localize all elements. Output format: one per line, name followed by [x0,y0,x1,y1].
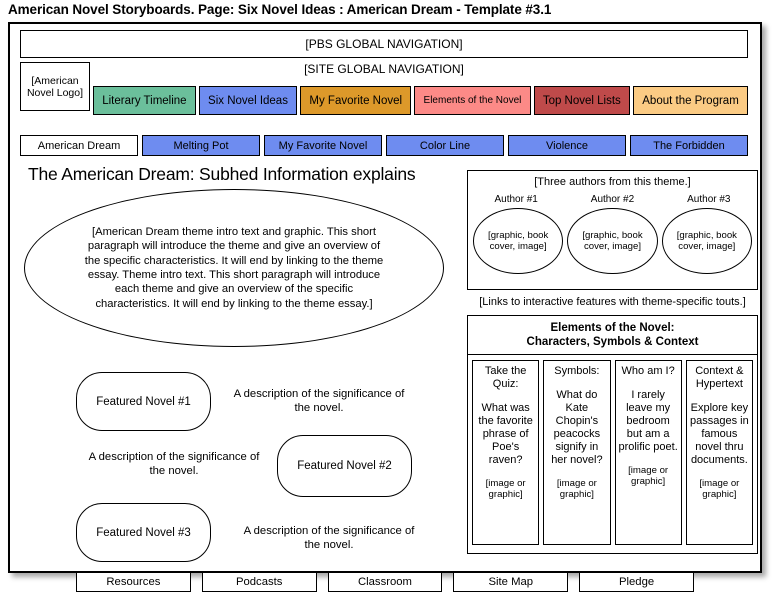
elements-column-context-and-hypertext[interactable]: Context & Hypertext Explore key passages… [685,360,753,545]
author-name-3: Author #3 [687,194,731,205]
elements-column-image-placeholder: [image or graphic] [628,465,669,487]
author-image-placeholder: [graphic, book cover, image] [582,229,643,253]
elements-column-head: Symbols: [554,365,600,377]
footer-item-podcasts[interactable]: Podcasts [201,572,317,592]
footer-item-site-map[interactable]: Site Map [453,572,569,592]
author-name-1: Author #1 [494,194,538,205]
elements-column-body: I rarely leave my bedroom but am a proli… [618,389,678,453]
site-global-navigation-label: [SITE GLOBAL NAVIGATION] [304,62,464,76]
authors-panel-title: [Three authors from this theme.] [534,176,691,188]
sub-nav-label: American Dream [37,139,121,152]
main-nav-label: Literary Timeline [102,94,187,107]
site-logo-label: [American Novel Logo] [26,74,84,99]
footer-item-classroom[interactable]: Classroom [327,572,443,592]
pbs-global-navigation[interactable]: [PBS GLOBAL NAVIGATION] [20,30,748,58]
sub-nav-item-melting-pot[interactable]: Melting Pot [142,135,260,156]
site-logo: [American Novel Logo] [20,62,90,111]
main-nav-label: Elements of the Novel [423,95,522,106]
author-image-2[interactable]: [graphic, book cover, image] [567,208,658,274]
elements-column-symbols[interactable]: Symbols: What do Kate Chopin's peacocks … [543,360,611,545]
author-name-2: Author #2 [590,194,635,205]
elements-heading-line-1: Elements of the Novel: [550,322,675,334]
elements-column-body: Explore key passages in famous novel thr… [690,402,749,466]
theme-intro-oval: [American Dream theme intro text and gra… [24,189,444,347]
main-nav-item-literary-timeline[interactable]: Literary Timeline [93,86,196,115]
elements-heading-line-2: Characters, Symbols & Context [526,336,699,348]
sub-nav-item-american-dream[interactable]: American Dream [20,135,138,156]
footer-item-resources[interactable]: Resources [76,572,191,592]
elements-column-body: What was the favorite phrase of Poe's ra… [478,402,533,466]
footer-label: Resources [106,576,161,588]
elements-column-image-placeholder: [image or graphic] [485,478,526,500]
elements-of-the-novel-panel: Elements of the Novel: Characters, Symbo… [467,315,758,554]
featured-novel-2-description: A description of the significance of the… [88,451,260,477]
footer-label: Pledge [618,576,655,588]
authors-name-row: Author #1 Author #2 Author #3 [468,194,757,205]
elements-column-head: Context & Hypertext [695,365,744,390]
sub-nav-label: Color Line [419,139,471,152]
author-image-3[interactable]: [graphic, book cover, image] [661,208,752,274]
main-nav-label: About the Program [642,94,739,107]
template-canvas: [PBS GLOBAL NAVIGATION] [SITE GLOBAL NAV… [8,22,762,592]
elements-column-who-am-i[interactable]: Who am I? I rarely leave my bedroom but … [614,360,682,545]
featured-novel-label: Featured Novel #1 [96,395,191,408]
main-navigation: Literary Timeline Six Novel Ideas My Fav… [93,86,749,115]
pbs-global-navigation-label: [PBS GLOBAL NAVIGATION] [305,37,463,51]
featured-novel-label: Featured Novel #3 [96,526,191,539]
elements-column-head: Who am I? [621,365,675,377]
featured-novel-2[interactable]: Featured Novel #2 [277,435,412,497]
featured-novel-1-description: A description of the significance of the… [233,388,405,414]
footer-label: Site Map [488,576,534,588]
page-title: American Novel Storyboards. Page: Six No… [8,2,552,17]
sub-nav-item-violence[interactable]: Violence [508,135,626,156]
elements-column-body: What do Kate Chopin's peacocks signify i… [551,389,603,466]
content-subhead: The American Dream: Subhed Information e… [28,164,416,184]
sub-nav-label: My Favorite Novel [278,139,368,152]
main-nav-item-elements-of-the-novel[interactable]: Elements of the Novel [414,86,531,115]
elements-column-row: Take the Quiz: What was the favorite phr… [468,355,757,549]
featured-novel-3[interactable]: Featured Novel #3 [76,503,211,562]
sub-nav-label: The Forbidden [653,139,725,152]
main-nav-item-six-novel-ideas[interactable]: Six Novel Ideas [198,86,298,115]
elements-panel-heading: Elements of the Novel: Characters, Symbo… [468,316,757,355]
main-nav-label: Six Novel Ideas [208,94,288,107]
authors-image-row: [graphic, book cover, image] [graphic, b… [468,208,757,274]
elements-column-image-placeholder: [image or graphic] [699,478,740,500]
main-nav-item-my-favorite-novel[interactable]: My Favorite Novel [300,86,412,115]
main-nav-item-about-the-program[interactable]: About the Program [633,86,749,115]
sub-navigation: American Dream Melting Pot My Favorite N… [20,135,748,156]
author-image-placeholder: [graphic, book cover, image] [488,229,549,253]
main-nav-label: My Favorite Novel [309,94,403,107]
author-image-1[interactable]: [graphic, book cover, image] [473,208,564,274]
interactive-links-caption: [Links to interactive features with them… [479,296,746,308]
footer-navigation: Resources Podcasts Classroom Site Map Pl… [76,572,694,592]
featured-novel-label: Featured Novel #2 [297,460,392,472]
featured-novel-1[interactable]: Featured Novel #1 [76,372,211,431]
sub-nav-label: Melting Pot [173,139,229,152]
main-nav-item-top-novel-lists[interactable]: Top Novel Lists [533,86,631,115]
theme-intro-text: [American Dream theme intro text and gra… [84,225,384,310]
sub-nav-item-the-forbidden[interactable]: The Forbidden [630,135,748,156]
sub-nav-label: Violence [546,139,588,152]
elements-column-image-placeholder: [image or graphic] [556,478,597,500]
elements-column-head: Take the Quiz: [484,365,527,390]
sub-nav-item-color-line[interactable]: Color Line [386,135,504,156]
sub-nav-item-my-favorite-novel[interactable]: My Favorite Novel [264,135,382,156]
footer-label: Podcasts [235,576,283,588]
author-image-placeholder: [graphic, book cover, image] [676,229,737,253]
main-nav-label: Top Novel Lists [542,94,621,107]
featured-novel-3-description: A description of the significance of the… [243,525,415,551]
footer-label: Classroom [357,576,412,588]
elements-column-take-the-quiz[interactable]: Take the Quiz: What was the favorite phr… [472,360,540,545]
authors-panel: [Three authors from this theme.] Author … [467,170,758,290]
footer-item-pledge[interactable]: Pledge [579,572,694,592]
